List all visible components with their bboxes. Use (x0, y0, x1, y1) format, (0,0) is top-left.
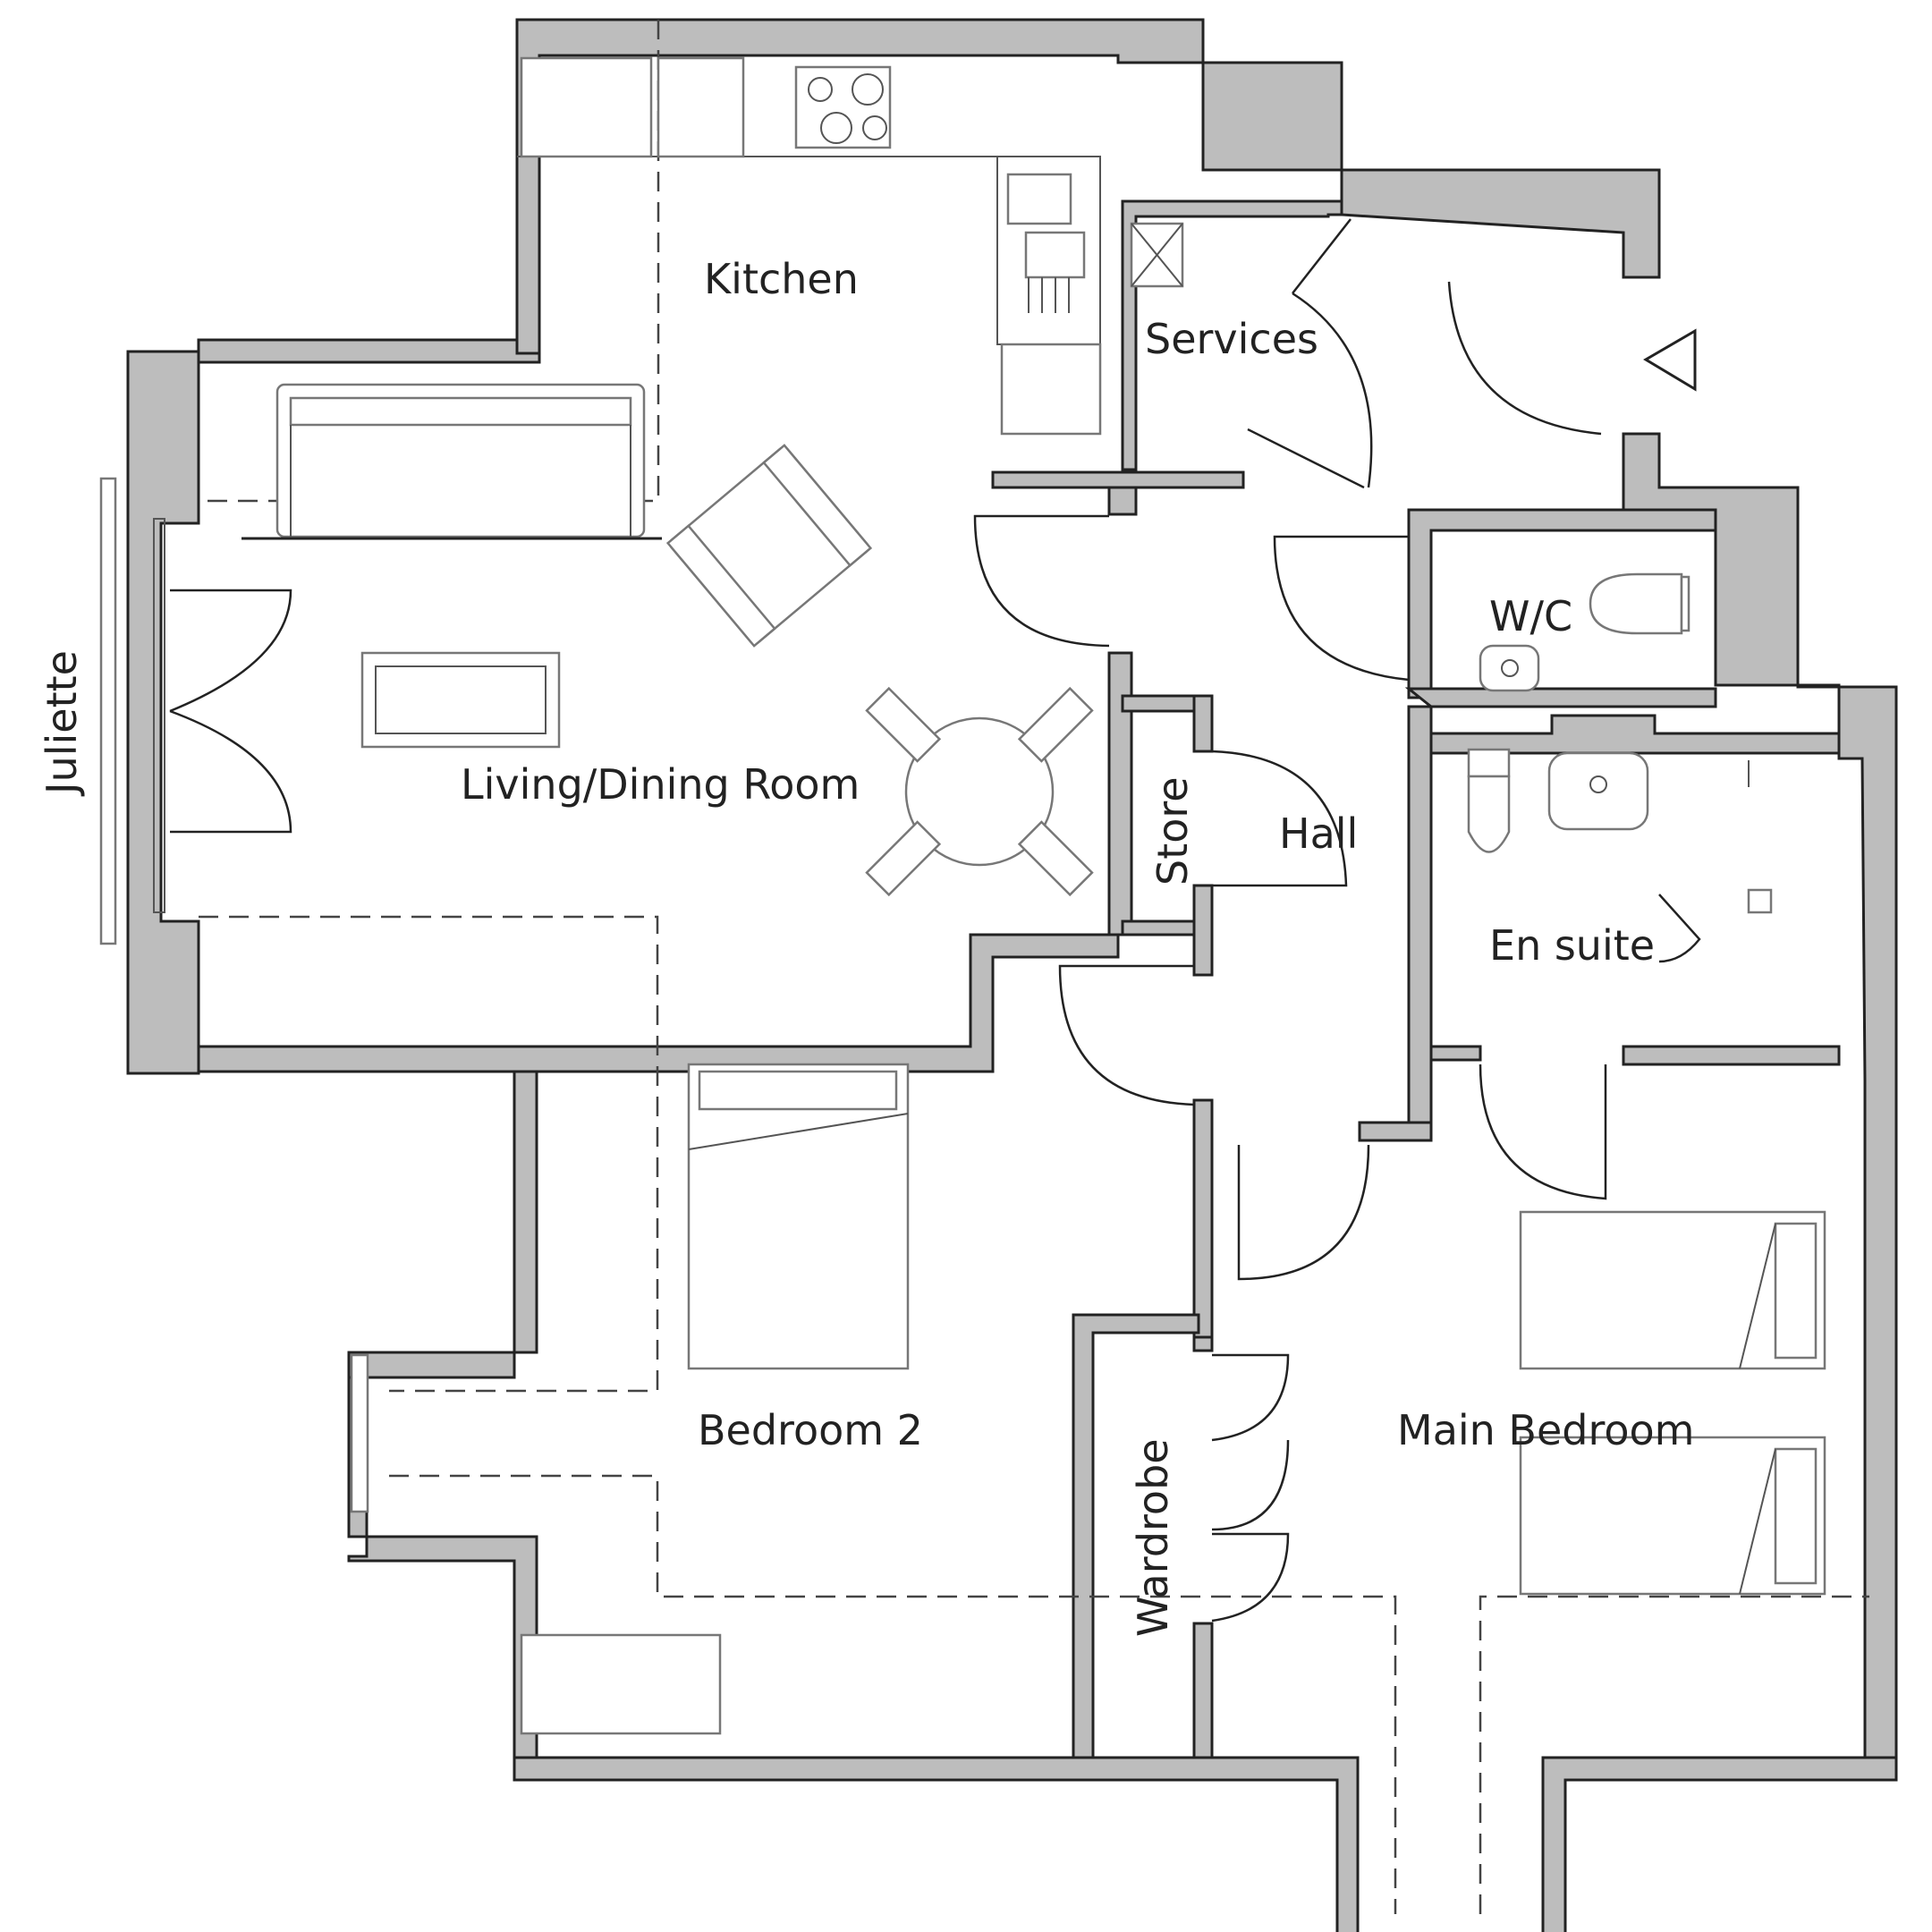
single-bed-icon (1519, 1210, 1826, 1596)
doors (169, 218, 1607, 1623)
label-kitchen: Kitchen (704, 255, 859, 303)
sofa-icon (242, 383, 662, 540)
label-wardrobe: Wardrobe (1129, 1438, 1177, 1637)
outer-walls (126, 18, 1898, 1932)
services-riser (1130, 222, 1184, 288)
window-icon (99, 477, 165, 945)
entrance-arrow-icon (1643, 328, 1697, 392)
coffee-table-icon (360, 651, 561, 749)
label-bedroom2: Bedroom 2 (698, 1406, 923, 1454)
inner-walls (991, 199, 1841, 1759)
shower-icon (1658, 760, 1773, 963)
label-main-bedroom: Main Bedroom (1397, 1406, 1695, 1454)
hob-icon (794, 65, 892, 149)
label-living: Living/Dining Room (461, 760, 860, 809)
label-store: Store (1148, 776, 1197, 886)
desk (520, 1633, 722, 1735)
label-wc: W/C (1489, 592, 1572, 640)
label-en-suite: En suite (1489, 921, 1655, 970)
kitchen-units (517, 56, 1102, 436)
basin-icon (1479, 644, 1649, 831)
double-bed-icon (687, 1063, 910, 1370)
label-services: Services (1145, 315, 1318, 363)
label-juliette: Juliette (38, 650, 86, 797)
radiator-icon (350, 1353, 369, 1513)
toilet-icon (1467, 572, 1690, 853)
label-hall: Hall (1279, 809, 1358, 858)
dining-table-icon (865, 686, 1094, 897)
dashed-lines (199, 20, 1869, 1914)
sink-icon (1006, 173, 1086, 313)
armchair-icon (665, 444, 873, 648)
